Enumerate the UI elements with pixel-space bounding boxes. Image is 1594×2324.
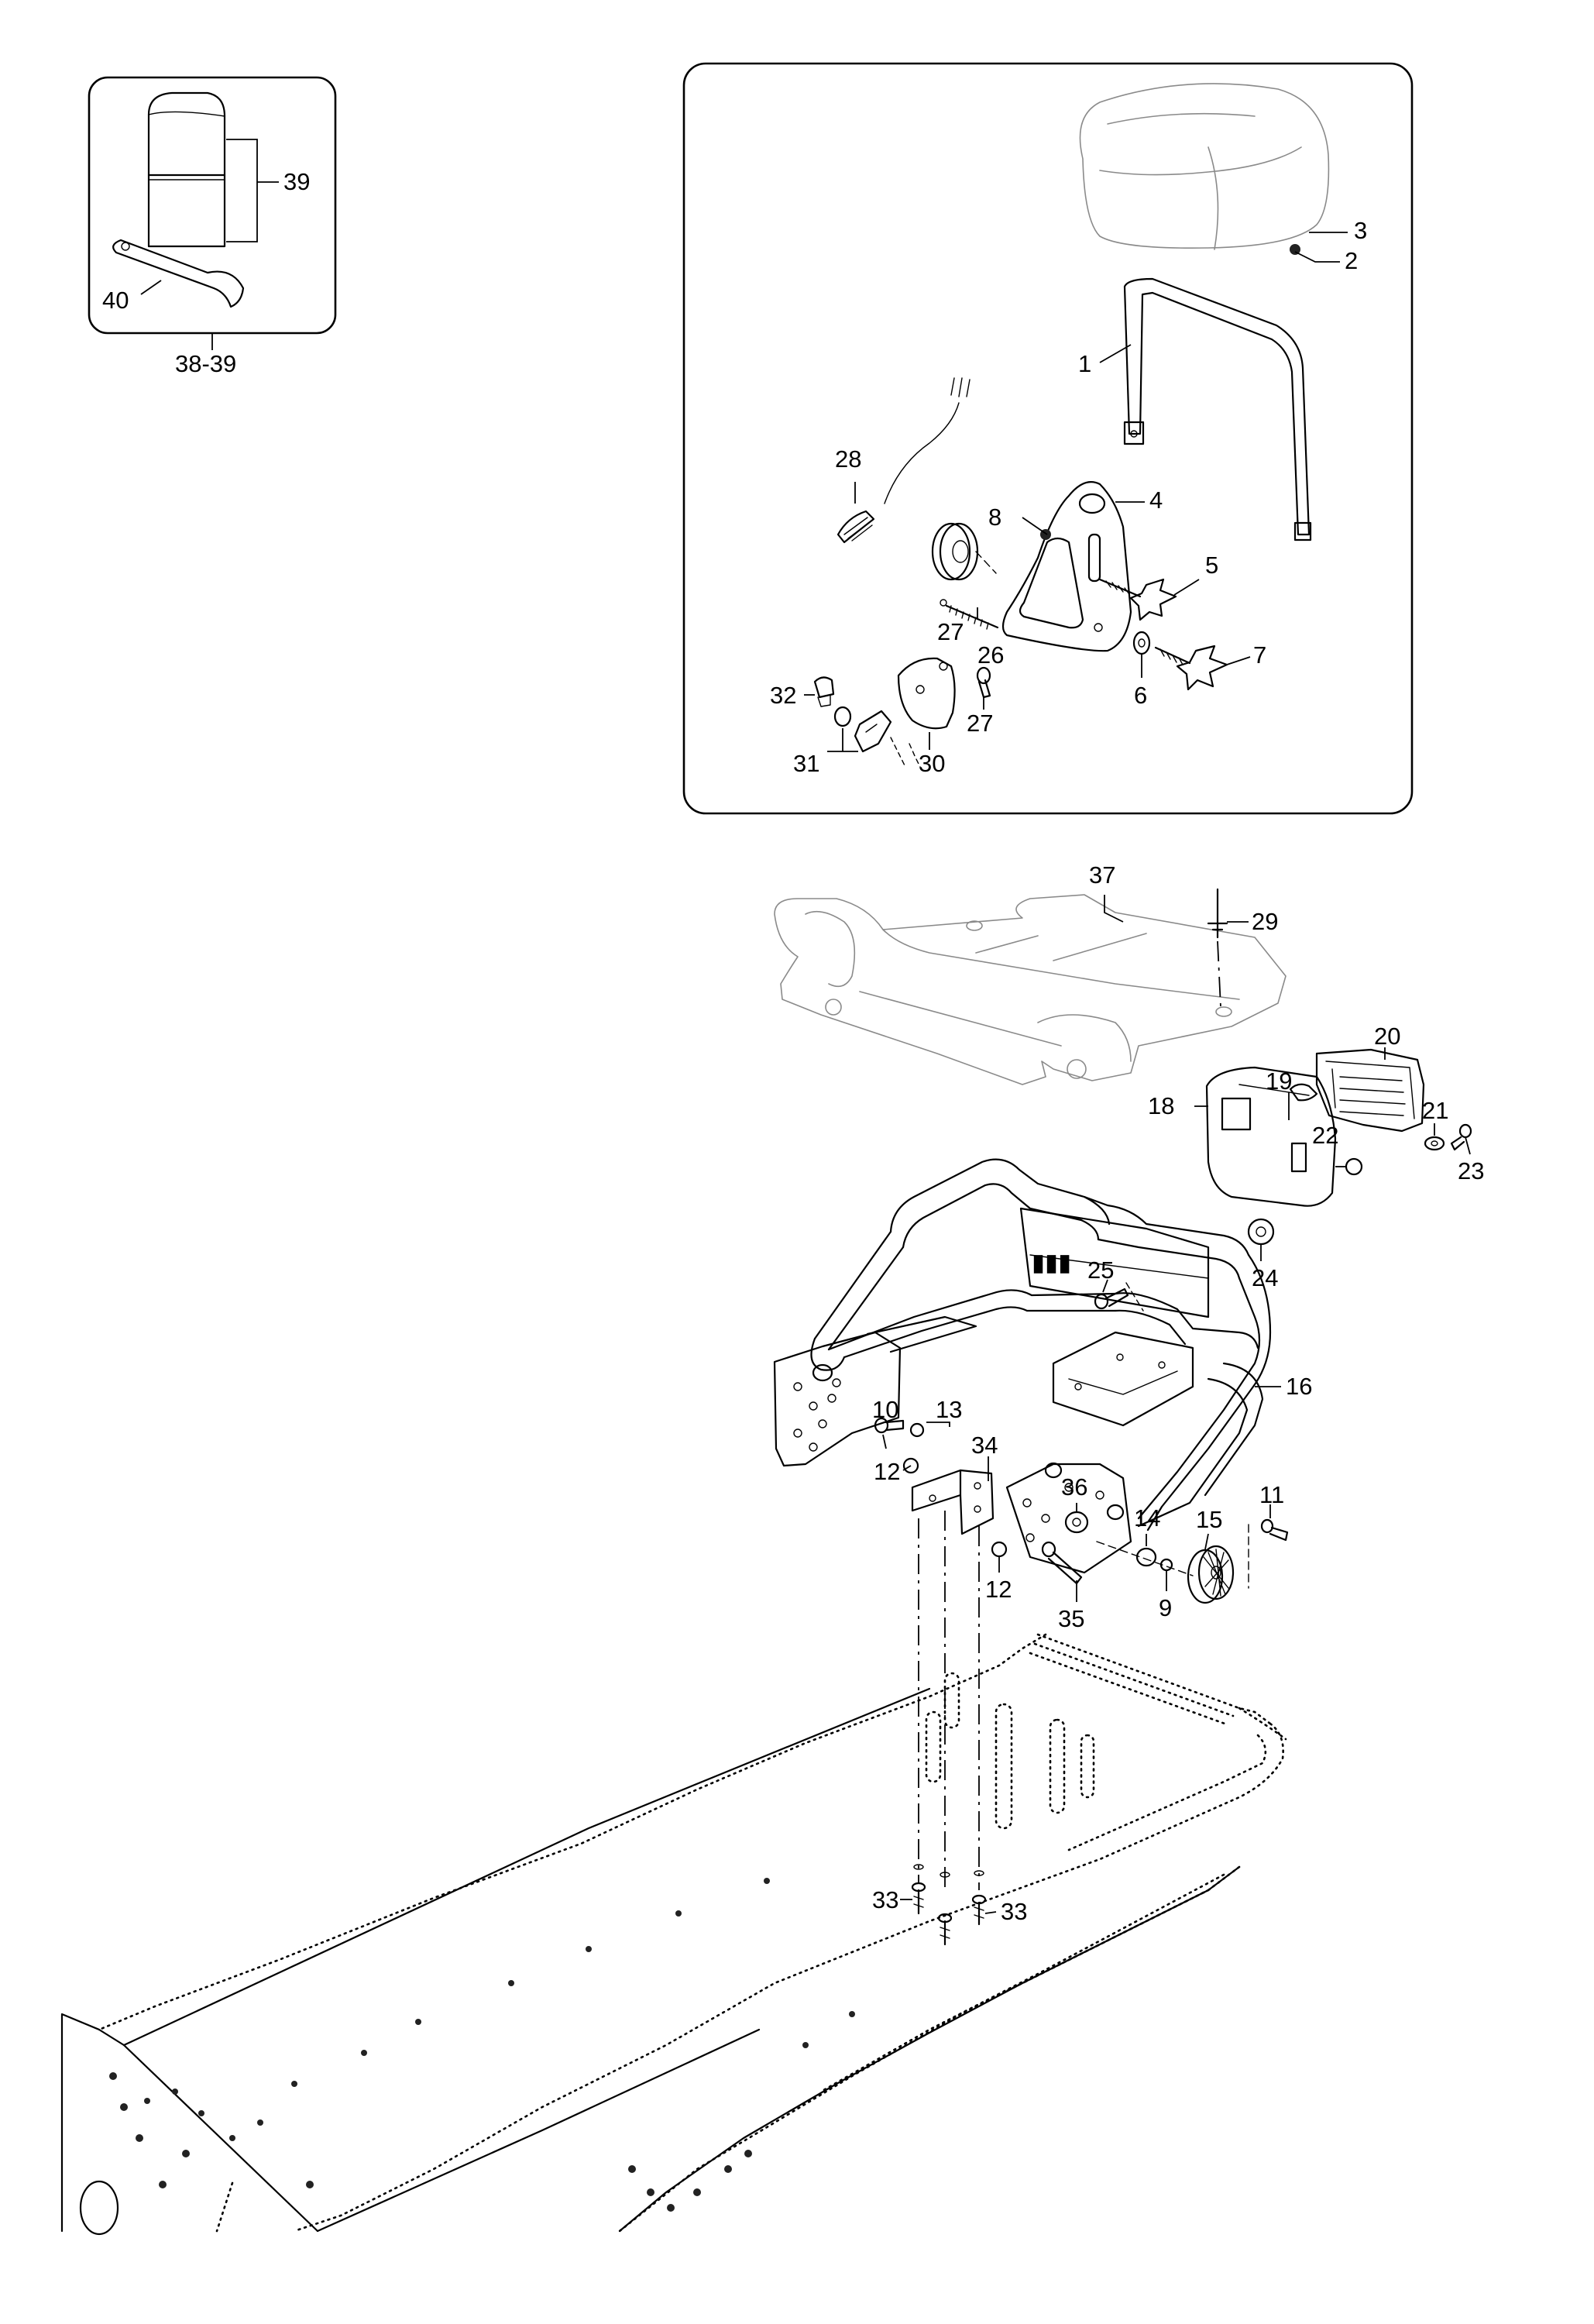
callout-1: 1 [1078,350,1091,377]
part-14-spacer [1135,1547,1157,1567]
part-18-housing [1205,1066,1337,1207]
part-20-lens [1315,1048,1425,1133]
part-12-nut-b [991,1541,1008,1558]
callout-30: 30 [919,750,945,777]
callout-24: 24 [1252,1264,1278,1291]
part-16-seat-frame: ▮▮▮ [773,1158,1272,1574]
callout-8: 8 [988,504,1001,531]
callout-25: 25 [1087,1257,1114,1284]
part-3-headrest-cushion [1079,83,1330,255]
callout-28: 28 [835,445,861,473]
part-12-nut-a [902,1457,919,1474]
callout-22: 22 [1312,1122,1338,1149]
part-31-clip [833,706,892,753]
part-7-knob [1154,645,1228,691]
callout-20: 20 [1374,1023,1400,1050]
part-32-plug [813,676,835,707]
svg-text:▮▮▮: ▮▮▮ [1032,1249,1071,1276]
part-35-screw [1041,1541,1083,1585]
callout-7: 7 [1253,641,1266,669]
headrest-box [682,62,1414,815]
callout-33a: 33 [872,1886,898,1913]
callout-26: 26 [977,641,1004,669]
callout-21: 21 [1422,1097,1448,1124]
callout-18: 18 [1148,1092,1174,1119]
callout-32: 32 [770,682,796,709]
part-34-bracket [911,1469,995,1535]
part-27-screw [976,666,991,699]
callout-6: 6 [1134,682,1147,709]
callout-9: 9 [1159,1594,1172,1621]
callout-10: 10 [872,1396,898,1423]
callout-37: 37 [1089,861,1115,889]
callout-labels: 39 40 38-39 3 2 1 28 8 4 5 27 26 7 6 32 … [102,168,1484,1925]
part-22-nut [1345,1157,1363,1176]
leader-lines [882,895,1471,1914]
part-28-cable [837,377,970,544]
part-26-spring [940,599,999,630]
callout-5: 5 [1205,552,1218,579]
callout-23: 23 [1458,1157,1484,1184]
callout-15: 15 [1196,1506,1222,1533]
part-4-bracket [1001,481,1132,652]
kit-box [88,76,337,350]
part-30-cover [897,657,956,730]
callout-3: 3 [1354,217,1367,244]
callout-2: 2 [1345,247,1358,274]
callout-29: 29 [1252,908,1278,935]
callout-14: 14 [1134,1504,1160,1532]
part-15-wheel [1187,1545,1235,1604]
part-21-washer [1424,1136,1445,1151]
callout-36: 36 [1061,1473,1087,1501]
part-25-screw [1094,1282,1144,1312]
part-13-washer [909,1422,925,1438]
part-29-pin [1207,888,1228,1008]
callout-38-39: 38-39 [175,350,236,377]
part-1-u-frame [1123,277,1312,541]
callout-16: 16 [1286,1373,1312,1400]
callout-12a: 12 [874,1458,900,1485]
part-2-screw [1290,244,1300,255]
wheel-sub [931,522,997,581]
part-5-knob [1098,578,1177,621]
callout-34: 34 [971,1432,998,1459]
callout-35: 35 [1058,1605,1084,1632]
part-24-bushing [1247,1218,1275,1246]
callout-4: 4 [1149,486,1163,514]
part-37-seat-plate [774,894,1287,1085]
chassis-outline [60,1633,1287,2236]
callout-12b: 12 [985,1576,1012,1603]
callout-27b: 27 [967,710,993,737]
callout-13: 13 [936,1396,962,1423]
callout-39: 39 [283,168,310,195]
callout-19: 19 [1266,1067,1292,1095]
part-6-washer [1132,631,1151,655]
callout-27a: 27 [937,618,964,645]
callout-11: 11 [1259,1481,1284,1508]
callout-40: 40 [102,287,129,314]
part-40-wrench [112,239,245,308]
part-10-screw [874,1417,905,1434]
callout-33b: 33 [1001,1898,1027,1925]
callout-31: 31 [793,750,819,777]
part-11-screw [1096,1518,1289,1589]
part-36-cam [1064,1511,1089,1534]
part-39-blocks [147,91,226,248]
part-19-bulb [1289,1083,1318,1102]
